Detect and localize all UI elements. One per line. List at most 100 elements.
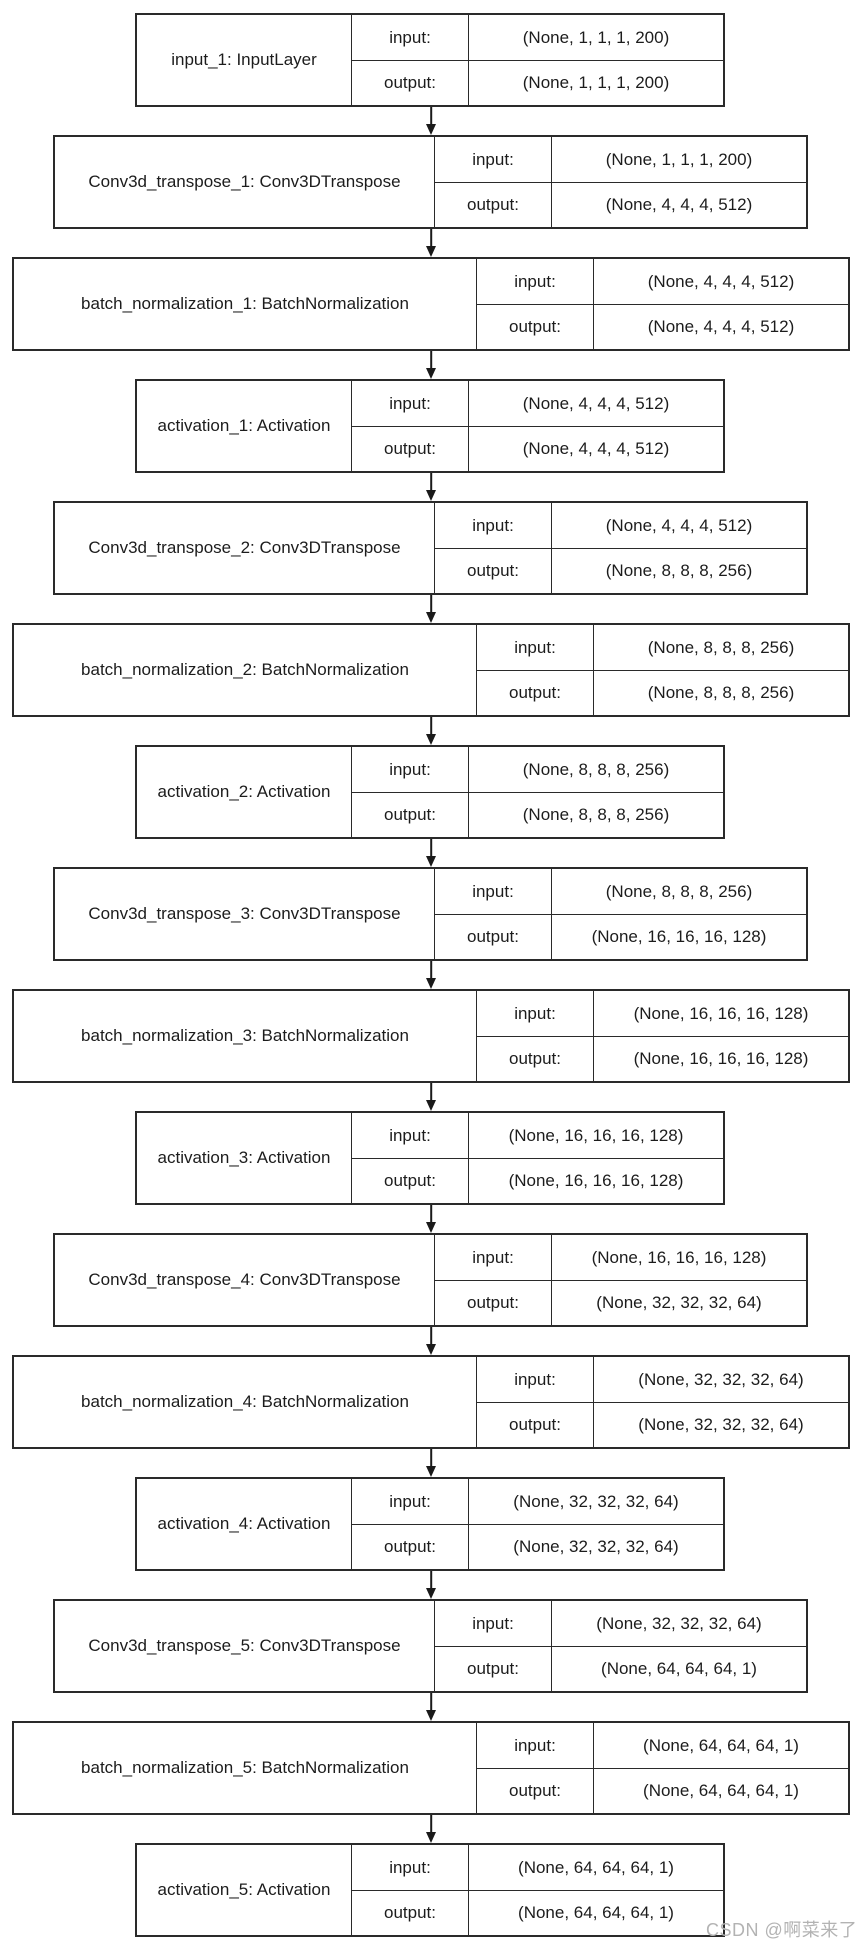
input-label-cell: input:	[476, 625, 593, 670]
output-shape-cell: (None, 32, 32, 32, 64)	[551, 1280, 806, 1325]
input-shape-cell: (None, 4, 4, 4, 512)	[468, 381, 723, 426]
output-label-cell: output:	[351, 1890, 468, 1935]
output-shape-cell: (None, 16, 16, 16, 128)	[468, 1158, 723, 1203]
input-shape-cell: (None, 32, 32, 32, 64)	[551, 1601, 806, 1646]
arrowhead-icon	[426, 246, 436, 257]
input-shape-cell: (None, 16, 16, 16, 128)	[468, 1113, 723, 1158]
arrow-connector	[425, 229, 437, 257]
output-label-cell: output:	[434, 548, 551, 593]
input-shape-cell: (None, 8, 8, 8, 256)	[593, 625, 848, 670]
arrow-line	[430, 351, 432, 369]
arrow-line	[430, 229, 432, 247]
layer-name-cell: batch_normalization_4: BatchNormalizatio…	[81, 1392, 409, 1411]
input-shape-cell: (None, 32, 32, 32, 64)	[593, 1357, 848, 1402]
arrowhead-icon	[426, 1344, 436, 1355]
output-label-cell: output:	[351, 426, 468, 471]
arrow-connector	[425, 1571, 437, 1599]
arrow-connector	[425, 473, 437, 501]
arrowhead-icon	[426, 978, 436, 989]
input-label-cell: input:	[476, 259, 593, 304]
output-label-cell: output:	[351, 1524, 468, 1569]
output-shape-cell: (None, 4, 4, 4, 512)	[468, 426, 723, 471]
arrow-connector	[425, 1327, 437, 1355]
layer-block: Conv3d_transpose_1: Conv3DTranspose inpu…	[53, 135, 808, 229]
arrow-line	[430, 839, 432, 857]
arrowhead-icon	[426, 1710, 436, 1721]
input-label-cell: input:	[351, 1479, 468, 1524]
input-shape-cell: (None, 4, 4, 4, 512)	[593, 259, 848, 304]
layer-name-cell: Conv3d_transpose_2: Conv3DTranspose	[88, 538, 401, 557]
output-label-cell: output:	[351, 1158, 468, 1203]
output-shape-cell: (None, 1, 1, 1, 200)	[468, 60, 723, 105]
arrow-connector	[425, 595, 437, 623]
arrow-connector	[425, 1693, 437, 1721]
arrowhead-icon	[426, 734, 436, 745]
layer-name-cell: batch_normalization_1: BatchNormalizatio…	[81, 294, 409, 313]
output-shape-cell: (None, 8, 8, 8, 256)	[551, 548, 806, 593]
layer-name-cell: batch_normalization_2: BatchNormalizatio…	[81, 660, 409, 679]
arrow-line	[430, 595, 432, 613]
arrowhead-icon	[426, 368, 436, 379]
output-shape-cell: (None, 4, 4, 4, 512)	[593, 304, 848, 349]
layer-block: activation_3: Activation input: (None, 1…	[135, 1111, 725, 1205]
layer-block: batch_normalization_3: BatchNormalizatio…	[12, 989, 850, 1083]
layer-name-cell: activation_3: Activation	[157, 1148, 331, 1167]
arrow-connector	[425, 839, 437, 867]
output-label-cell: output:	[476, 670, 593, 715]
output-label-cell: output:	[351, 792, 468, 837]
input-label-cell: input:	[351, 1113, 468, 1158]
arrow-connector	[425, 107, 437, 135]
layer-block: batch_normalization_1: BatchNormalizatio…	[12, 257, 850, 351]
input-shape-cell: (None, 64, 64, 64, 1)	[593, 1723, 848, 1768]
arrow-line	[430, 1693, 432, 1711]
arrow-connector	[425, 351, 437, 379]
arrow-connector	[425, 717, 437, 745]
arrow-connector	[425, 1449, 437, 1477]
arrow-connector	[425, 1083, 437, 1111]
layer-name-cell: activation_5: Activation	[157, 1880, 331, 1899]
layer-block: activation_1: Activation input: (None, 4…	[135, 379, 725, 473]
output-label-cell: output:	[434, 914, 551, 959]
watermark: CSDN @啊菜来了	[706, 1920, 858, 1940]
output-shape-cell: (None, 8, 8, 8, 256)	[468, 792, 723, 837]
arrow-line	[430, 1205, 432, 1223]
input-shape-cell: (None, 64, 64, 64, 1)	[468, 1845, 723, 1890]
arrow-line	[430, 107, 432, 125]
layer-name-cell: activation_2: Activation	[157, 782, 331, 801]
layer-block: input_1: InputLayer input: (None, 1, 1, …	[135, 13, 725, 107]
output-label-cell: output:	[434, 1646, 551, 1691]
output-label-cell: output:	[351, 60, 468, 105]
output-label-cell: output:	[476, 304, 593, 349]
input-shape-cell: (None, 16, 16, 16, 128)	[551, 1235, 806, 1280]
layer-block: Conv3d_transpose_3: Conv3DTranspose inpu…	[53, 867, 808, 961]
output-label-cell: output:	[434, 1280, 551, 1325]
input-label-cell: input:	[434, 137, 551, 182]
arrowhead-icon	[426, 490, 436, 501]
arrow-line	[430, 961, 432, 979]
output-label-cell: output:	[476, 1036, 593, 1081]
input-shape-cell: (None, 1, 1, 1, 200)	[551, 137, 806, 182]
output-shape-cell: (None, 16, 16, 16, 128)	[593, 1036, 848, 1081]
input-label-cell: input:	[434, 1235, 551, 1280]
output-shape-cell: (None, 64, 64, 64, 1)	[468, 1890, 723, 1935]
input-shape-cell: (None, 32, 32, 32, 64)	[468, 1479, 723, 1524]
output-shape-cell: (None, 4, 4, 4, 512)	[551, 182, 806, 227]
arrow-line	[430, 1815, 432, 1833]
layer-name-cell: Conv3d_transpose_3: Conv3DTranspose	[88, 904, 401, 923]
input-label-cell: input:	[476, 991, 593, 1036]
arrowhead-icon	[426, 124, 436, 135]
arrow-line	[430, 717, 432, 735]
output-shape-cell: (None, 64, 64, 64, 1)	[593, 1768, 848, 1813]
layer-block: Conv3d_transpose_5: Conv3DTranspose inpu…	[53, 1599, 808, 1693]
input-label-cell: input:	[476, 1357, 593, 1402]
output-label-cell: output:	[476, 1402, 593, 1447]
output-label-cell: output:	[434, 182, 551, 227]
input-shape-cell: (None, 8, 8, 8, 256)	[551, 869, 806, 914]
arrow-line	[430, 1571, 432, 1589]
layer-name-cell: activation_4: Activation	[157, 1514, 331, 1533]
layer-name-cell: input_1: InputLayer	[171, 50, 317, 69]
input-label-cell: input:	[434, 503, 551, 548]
layer-block: activation_5: Activation input: (None, 6…	[135, 1843, 725, 1937]
layer-name-cell: batch_normalization_5: BatchNormalizatio…	[81, 1758, 409, 1777]
arrow-connector	[425, 1205, 437, 1233]
